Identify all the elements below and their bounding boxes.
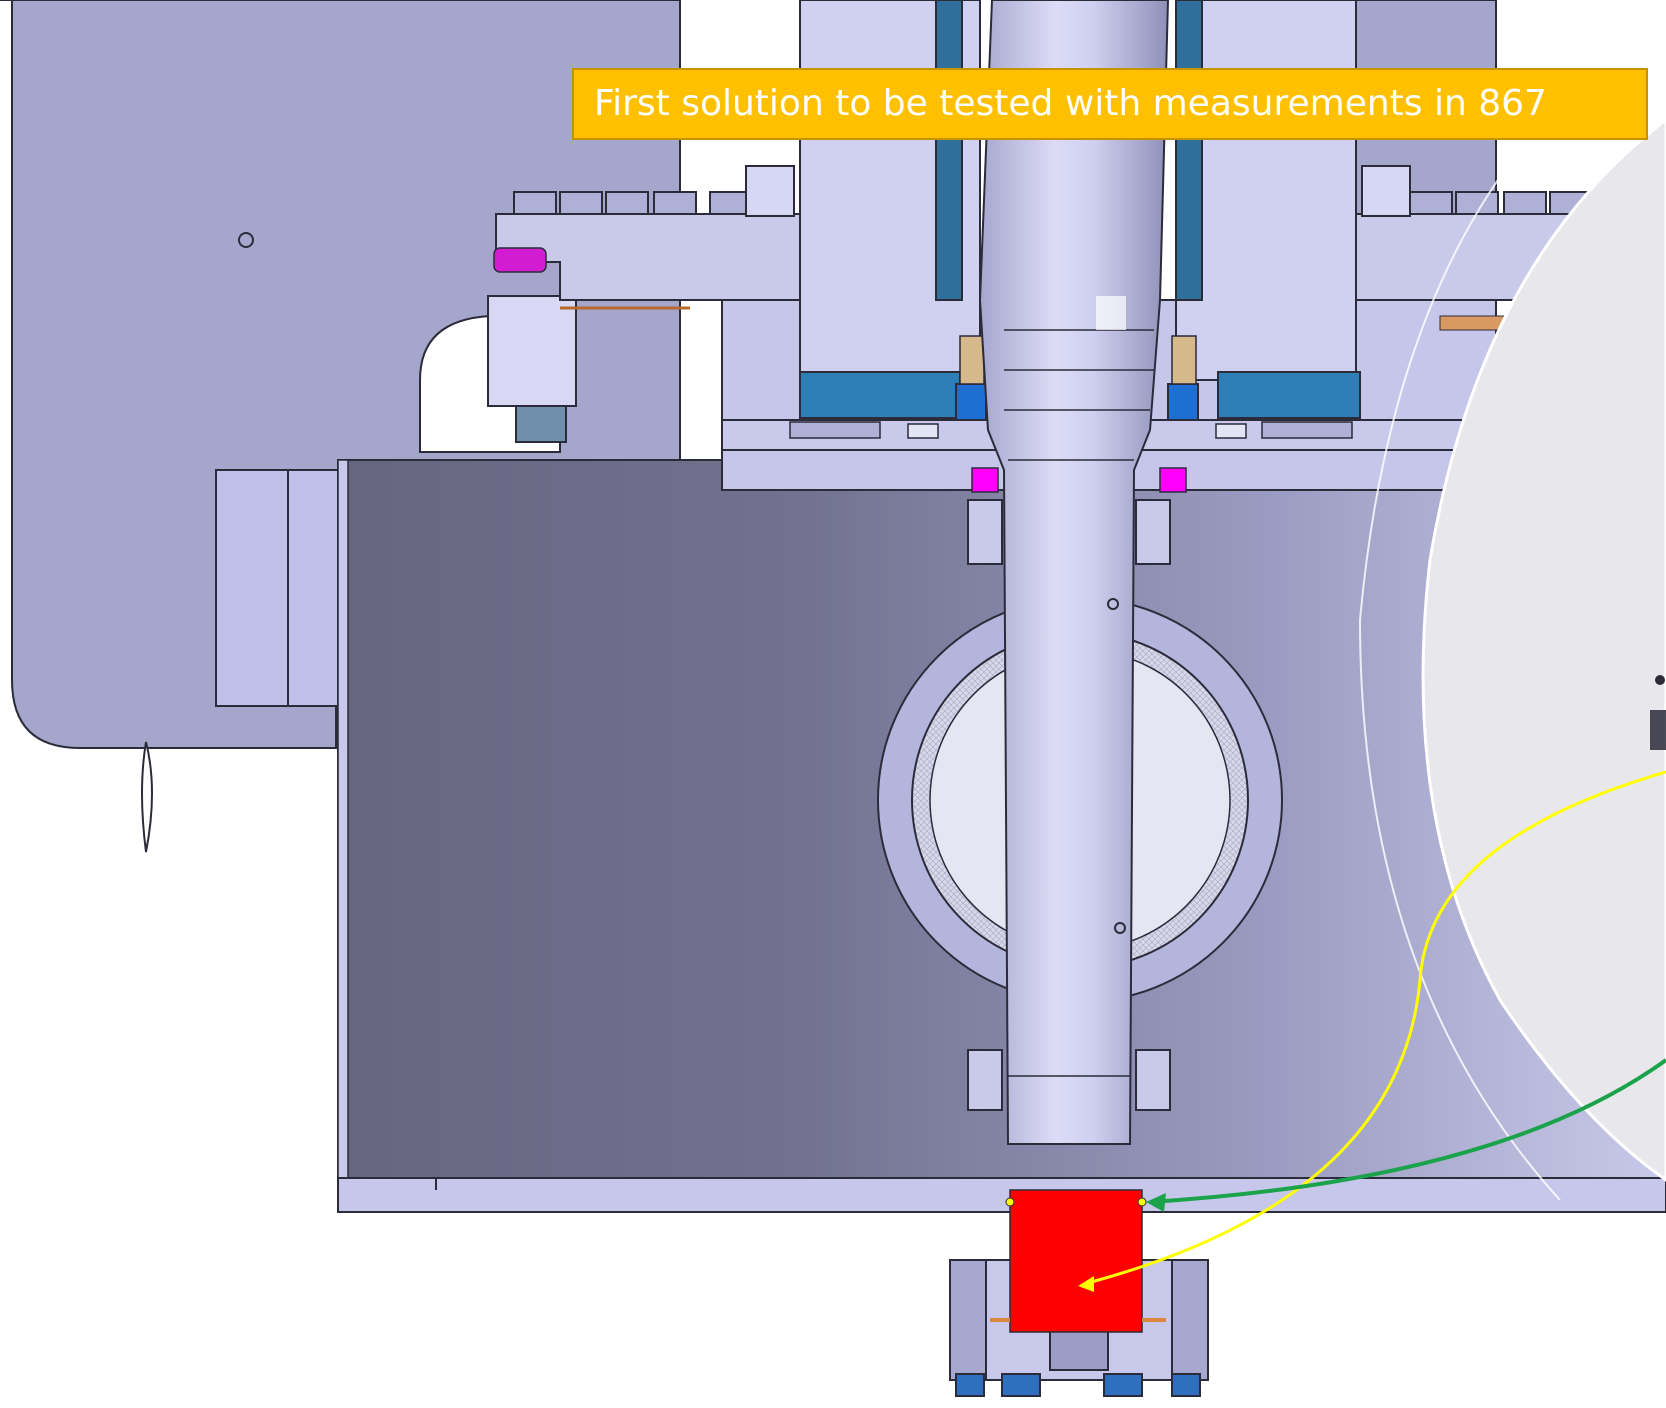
magenta-pin bbox=[493, 247, 547, 273]
bracket bbox=[487, 295, 577, 407]
callout-label: First solution to be tested with measure… bbox=[572, 68, 1648, 140]
shaft-clamps bbox=[967, 499, 1171, 1111]
plate-clip bbox=[141, 741, 153, 853]
bolt-row-left bbox=[513, 165, 795, 217]
central-shaft bbox=[978, 0, 1170, 1145]
plate-hole bbox=[238, 232, 254, 248]
yellow-arrow bbox=[1083, 770, 1666, 1286]
side-block bbox=[215, 469, 339, 707]
magenta-marker-right bbox=[1159, 467, 1187, 493]
red-block-highlight bbox=[1009, 1189, 1143, 1333]
seal-right bbox=[1217, 371, 1361, 419]
seal-left bbox=[799, 371, 961, 419]
green-arrow bbox=[1149, 1058, 1666, 1204]
chamber-floor bbox=[337, 1177, 1666, 1213]
overlay-panel bbox=[1421, 118, 1666, 1182]
top-column-right bbox=[1175, 0, 1357, 381]
magenta-marker-left bbox=[971, 467, 999, 493]
